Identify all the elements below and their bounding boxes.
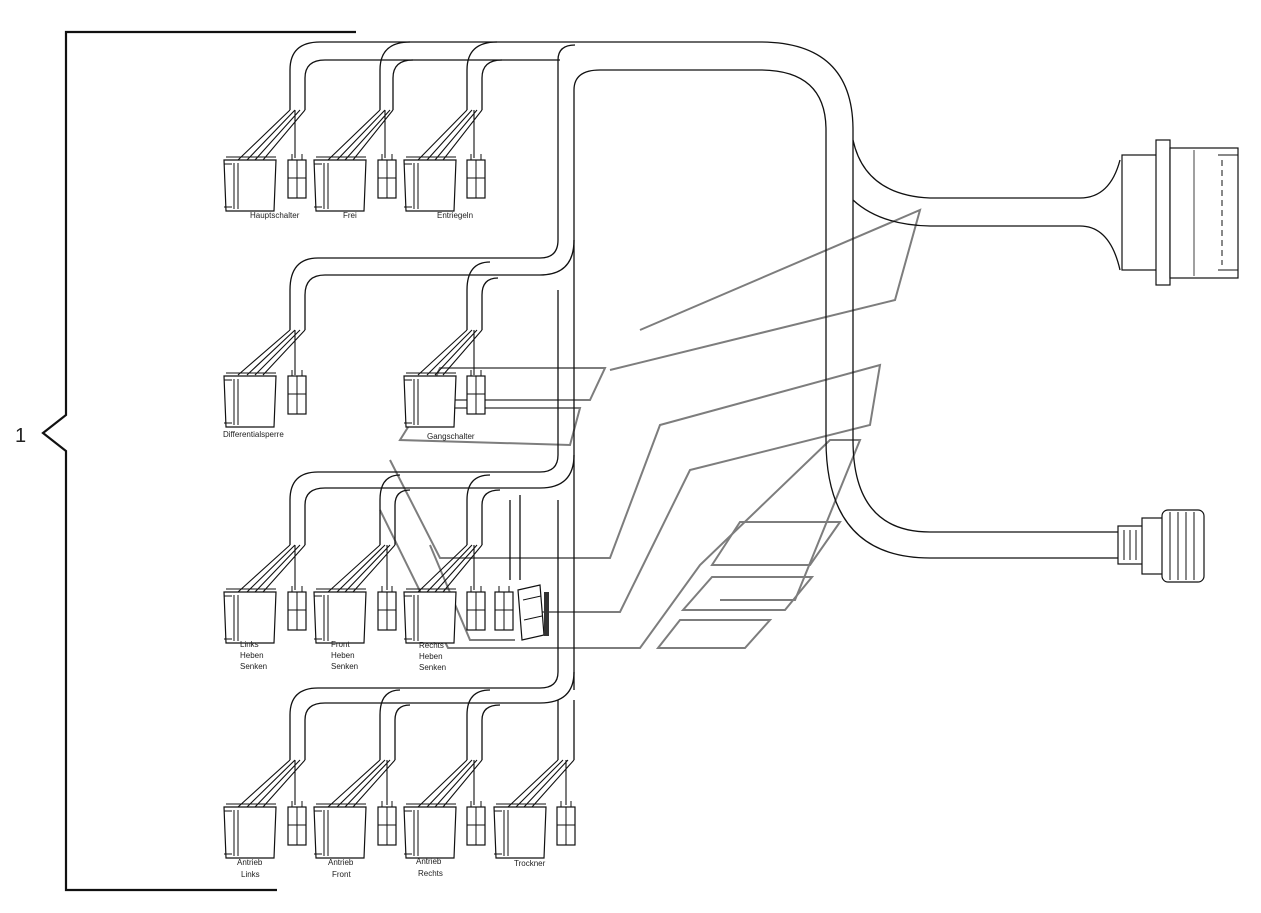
switch-connector	[223, 156, 277, 212]
label-links-line2: Heben	[240, 651, 264, 660]
plug-connector	[494, 585, 514, 631]
small-module-connector	[517, 584, 549, 641]
switch-connector	[313, 588, 367, 644]
label-hauptschalter: Hauptschalter	[250, 211, 300, 220]
watermark-graphic	[379, 208, 922, 649]
switch-labels: Hauptschalter Frei Entriegeln Differenti…	[223, 211, 546, 879]
plug-connector	[377, 153, 397, 199]
switch-connector	[403, 588, 457, 644]
plug-connector	[466, 369, 486, 415]
switch-connector	[403, 372, 457, 428]
label-frei: Frei	[343, 211, 357, 220]
switch-connector	[223, 588, 277, 644]
switch-connector	[223, 372, 277, 428]
switch-connector	[313, 156, 367, 212]
switch-connector	[493, 803, 547, 859]
switch-row-4	[223, 800, 576, 859]
label-antrieb-links-line2: Links	[241, 870, 260, 879]
main-multipin-connector	[1121, 139, 1239, 286]
label-antrieb-front-line1: Antrieb	[328, 858, 354, 867]
label-rechts-line1: Rechts	[419, 641, 444, 650]
plug-connector	[377, 800, 397, 846]
item-bracket	[41, 30, 356, 892]
round-connector	[1117, 509, 1205, 583]
label-entriegeln: Entriegeln	[437, 211, 473, 220]
label-antrieb-rechts-line2: Rechts	[418, 869, 443, 878]
plug-connector	[287, 153, 307, 199]
switch-connector	[403, 156, 457, 212]
label-antrieb-rechts-line1: Antrieb	[416, 857, 442, 866]
switch-row-2	[223, 369, 486, 428]
label-gangschalter: Gangschalter	[427, 432, 475, 441]
label-differentialsperre: Differentialsperre	[223, 430, 284, 439]
plug-connector	[287, 800, 307, 846]
label-front-line1: Front	[331, 640, 350, 649]
switch-connector	[403, 803, 457, 859]
label-trockner: Trockner	[514, 859, 546, 868]
plug-connector	[377, 585, 397, 631]
label-links-line3: Senken	[240, 662, 267, 671]
label-front-line3: Senken	[331, 662, 358, 671]
plug-connector	[556, 800, 576, 846]
label-links-line1: Links	[240, 640, 259, 649]
switch-row-1	[223, 153, 486, 212]
label-antrieb-links-line1: Antrieb	[237, 858, 263, 867]
label-rechts-line2: Heben	[419, 652, 443, 661]
harness-trunk	[289, 41, 1121, 760]
switch-row-3	[223, 584, 549, 644]
label-rechts-line3: Senken	[419, 663, 446, 672]
switch-connector	[223, 803, 277, 859]
plug-connector	[287, 369, 307, 415]
label-antrieb-front-line2: Front	[332, 870, 351, 879]
item-number: 1	[15, 425, 26, 447]
plug-connector	[287, 585, 307, 631]
plug-connector	[466, 585, 486, 631]
label-front-line2: Heben	[331, 651, 355, 660]
plug-connector	[466, 800, 486, 846]
wire-fans	[237, 109, 575, 808]
switch-connector	[313, 803, 367, 859]
plug-connector	[466, 153, 486, 199]
